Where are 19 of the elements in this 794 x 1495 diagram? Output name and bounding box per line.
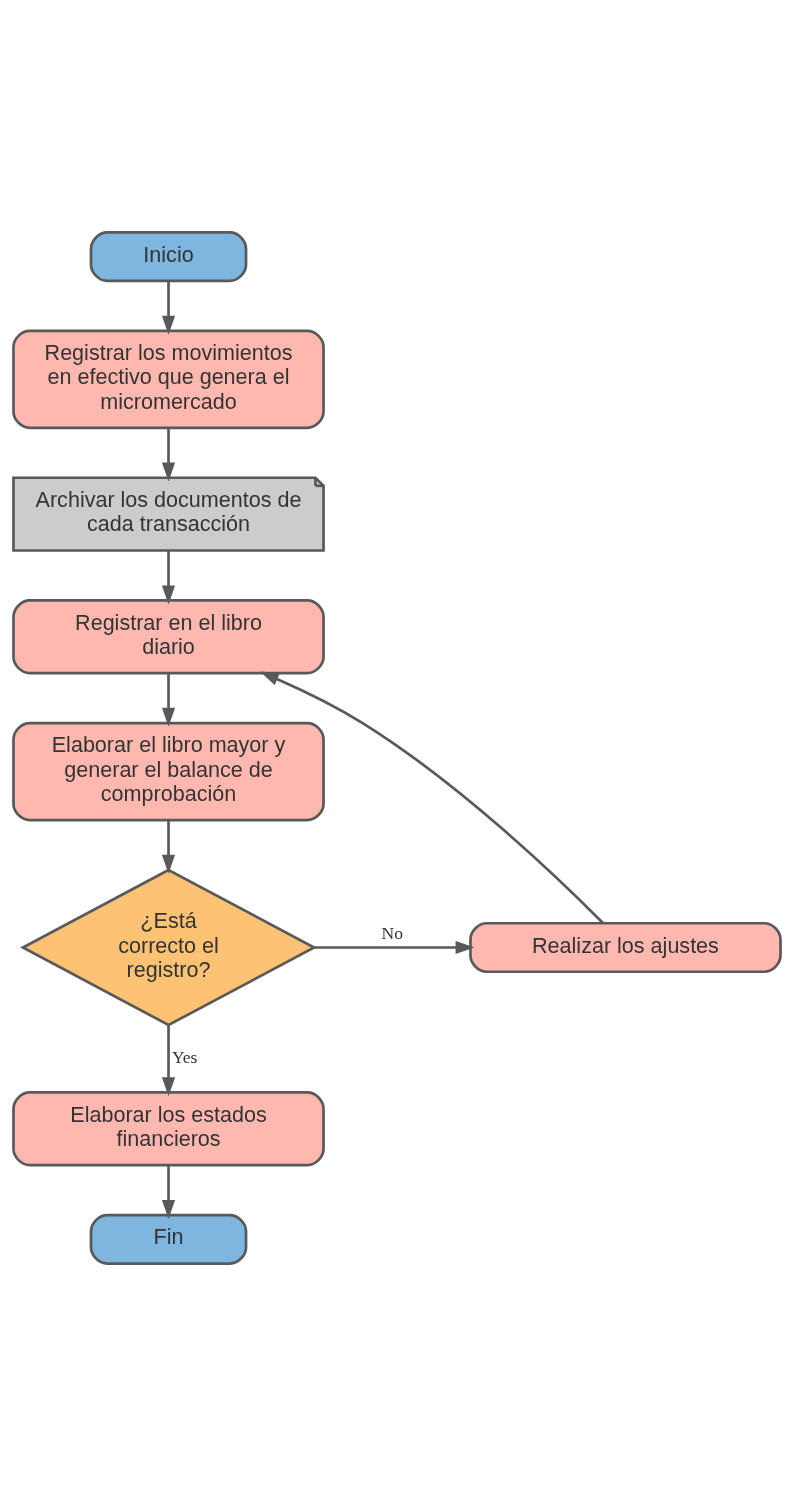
node-box: Registrar los movimientos en efectivo que genera el micromercado (12, 328, 325, 429)
arrow (161, 427, 176, 481)
edge-label: Yes (171, 1046, 198, 1067)
arrow (161, 672, 176, 727)
arrow (161, 819, 176, 874)
node-box: Registrar en el libro diario (12, 598, 325, 675)
node-diamond: ¿Está correcto el registro? (20, 867, 317, 1027)
node-box: Inicio (89, 230, 248, 282)
arrow (161, 550, 176, 604)
arrow (314, 940, 475, 954)
arrow (161, 280, 176, 335)
arrow (161, 1164, 176, 1219)
arrow (259, 671, 604, 924)
arrow (161, 1024, 176, 1096)
edge-label: No (381, 922, 403, 943)
node-box: Fin (89, 1213, 248, 1265)
node-box: Elaborar los estados financieros (12, 1090, 325, 1167)
node-box: Elaborar el libro mayor y generar el balance de comprobación (12, 721, 325, 821)
node-box: Realizar los ajustes (469, 921, 782, 973)
